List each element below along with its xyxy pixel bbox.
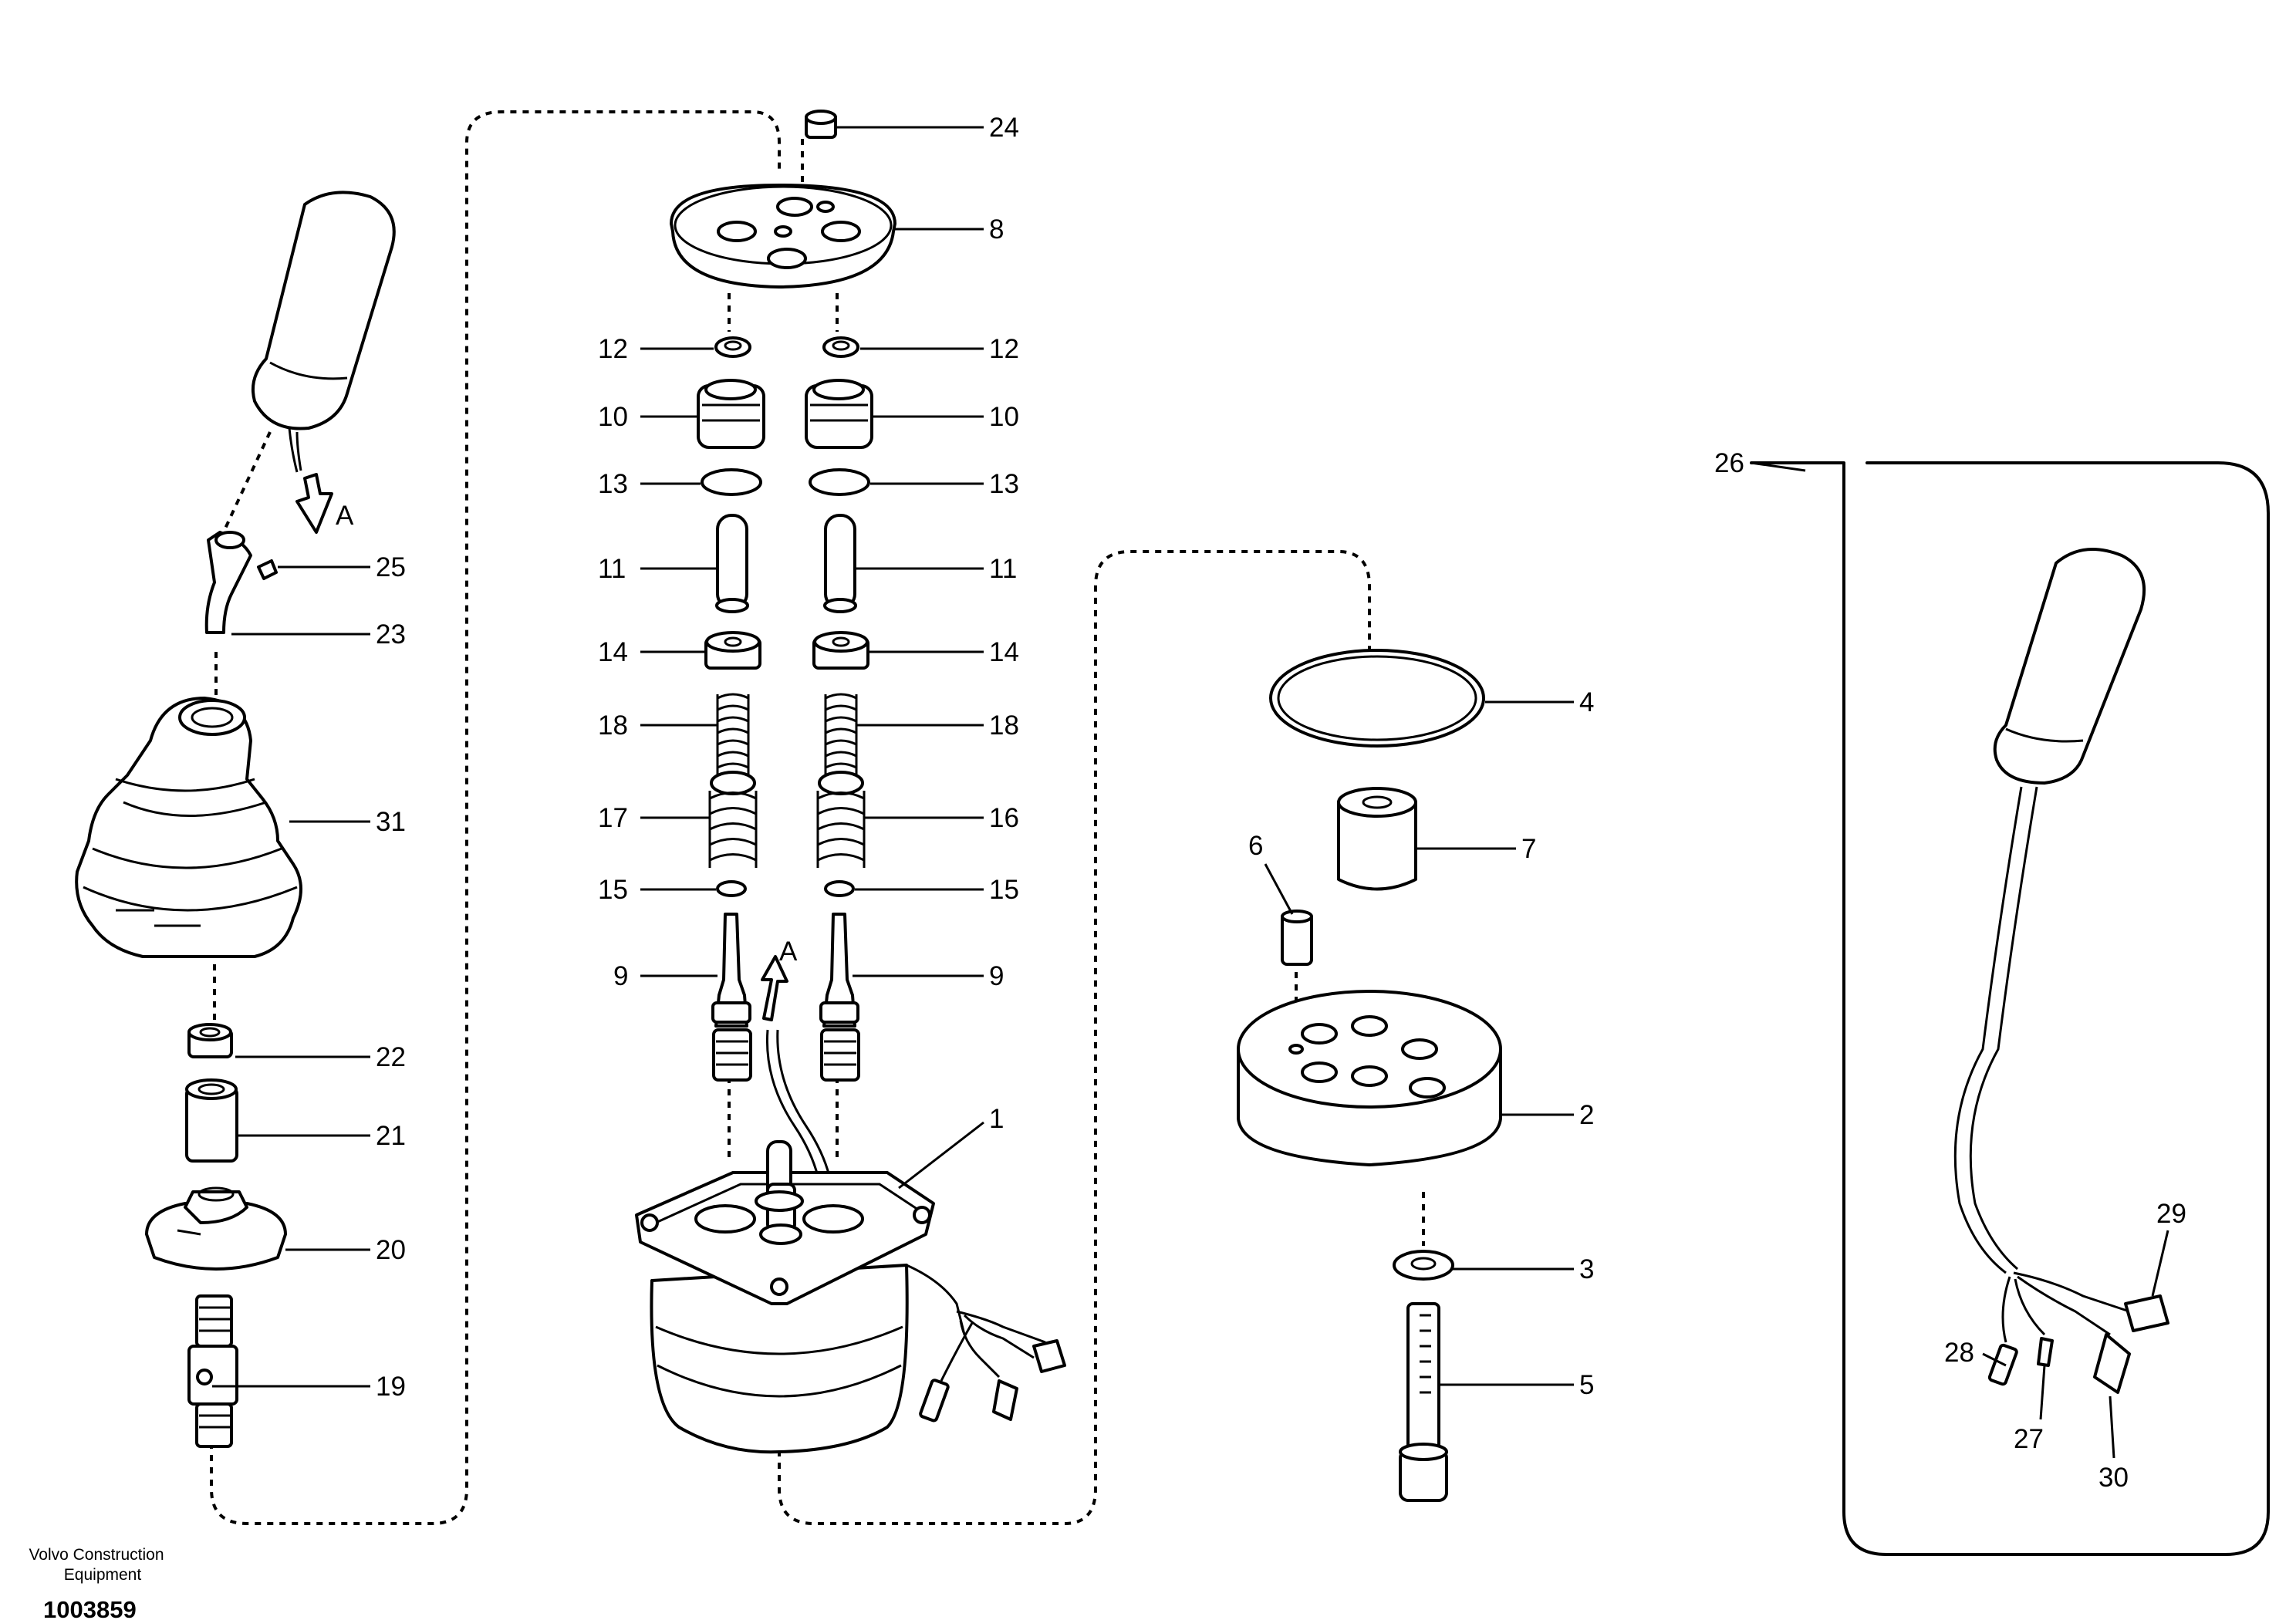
callout-1: 1: [989, 1104, 1004, 1134]
caption-line2: Equipment: [64, 1566, 142, 1584]
plate-2: [1237, 990, 1502, 1166]
callout-4: 4: [1579, 687, 1594, 717]
plug-10-left: [697, 379, 765, 449]
assembly-path-right: [778, 550, 1371, 1525]
callout-19: 19: [376, 1372, 406, 1402]
callout-5: 5: [1579, 1370, 1594, 1400]
washer-15-right: [824, 880, 855, 897]
spring-18-left: [716, 693, 750, 783]
bushing-7: [1337, 787, 1417, 891]
callout-12-left: 12: [598, 334, 628, 364]
view-a-label-center: A: [779, 937, 798, 967]
callout-28: 28: [1944, 1338, 1974, 1368]
tube-bent: [204, 531, 252, 634]
rubber-boot: [75, 697, 302, 958]
washer-15-left: [716, 880, 747, 897]
callout-23: 23: [376, 619, 406, 650]
callout-20: 20: [376, 1235, 406, 1265]
callout-10-right: 10: [989, 402, 1019, 432]
pin-6: [1281, 910, 1313, 966]
view-a-label: A: [336, 501, 354, 531]
seal-12-left: [714, 336, 751, 358]
callout-18-right: 18: [989, 710, 1019, 741]
inset-harness: [1987, 1271, 2169, 1394]
spool-11-left: [715, 514, 749, 613]
nut-22: [187, 1023, 233, 1058]
callout-12-right: 12: [989, 334, 1019, 364]
callout-21: 21: [376, 1121, 406, 1151]
washer-14-left: [704, 631, 761, 670]
bolt-5: [1399, 1302, 1448, 1502]
callout-labels: 24 8 12 12 10 10 13 13 11 11 14 14 18 18…: [376, 113, 2186, 1493]
callout-8: 8: [989, 214, 1004, 245]
sleeve-21: [185, 1078, 238, 1163]
document-number: 1003859: [43, 1596, 137, 1620]
seal-12-right: [822, 336, 859, 358]
oring-13-left: [701, 468, 762, 496]
callout-13-left: 13: [598, 469, 628, 499]
callout-25: 25: [376, 552, 406, 582]
callout-15-right: 15: [989, 875, 1019, 905]
callout-17: 17: [598, 803, 628, 833]
spring-16: [816, 771, 866, 868]
callout-27: 27: [2014, 1424, 2044, 1454]
grip-handle: [251, 191, 396, 473]
pusher-9-left: [711, 913, 752, 1082]
callout-7: 7: [1521, 834, 1536, 864]
callout-9-right: 9: [989, 961, 1004, 991]
caption: Volvo Construction Equipment 1003859: [29, 1546, 164, 1620]
spool-11-right: [823, 514, 857, 613]
valve-body-1: [635, 1140, 966, 1454]
callout-3: 3: [1579, 1254, 1594, 1284]
callout-16: 16: [989, 803, 1019, 833]
callout-9-left: 9: [613, 961, 628, 991]
plate-8: [670, 184, 896, 289]
callout-2: 2: [1579, 1100, 1594, 1130]
callout-18-left: 18: [598, 710, 628, 741]
washer-14-right: [812, 631, 869, 670]
inset-grip-handle: [1953, 548, 2146, 1274]
callout-14-left: 14: [598, 637, 628, 667]
oring-4: [1269, 649, 1485, 748]
joint-19: [187, 1294, 238, 1448]
nut-24: [805, 110, 837, 139]
callout-14-right: 14: [989, 637, 1019, 667]
caption-line1: Volvo Construction: [29, 1546, 164, 1564]
leader-26: [1751, 461, 1806, 472]
callout-24: 24: [989, 113, 1019, 143]
view-a-arrow-top: A: [295, 473, 354, 534]
pusher-9-right: [819, 913, 860, 1082]
callout-6: 6: [1248, 831, 1263, 861]
spring-17: [708, 771, 758, 868]
wire-harness-center: [919, 1310, 1066, 1423]
callout-30: 30: [2098, 1463, 2129, 1493]
callout-15-left: 15: [598, 875, 628, 905]
washer-3: [1393, 1250, 1454, 1281]
callout-11-left: 11: [598, 554, 626, 584]
axis-grip: [218, 431, 272, 541]
callout-11-right: 11: [989, 554, 1017, 584]
callout-29: 29: [2156, 1199, 2186, 1229]
screw-small: [257, 559, 278, 580]
spring-18-right: [824, 693, 858, 783]
callout-26: 26: [1714, 448, 1744, 478]
callout-10-left: 10: [598, 402, 628, 432]
callout-13-right: 13: [989, 469, 1019, 499]
inset-frame: [1750, 461, 2270, 1556]
leader-lines: [212, 126, 2169, 1459]
base-plate-20: [145, 1186, 287, 1271]
callout-22: 22: [376, 1042, 406, 1072]
oring-13-right: [809, 468, 870, 496]
callout-31: 31: [376, 807, 406, 837]
plug-10-right: [805, 379, 873, 449]
